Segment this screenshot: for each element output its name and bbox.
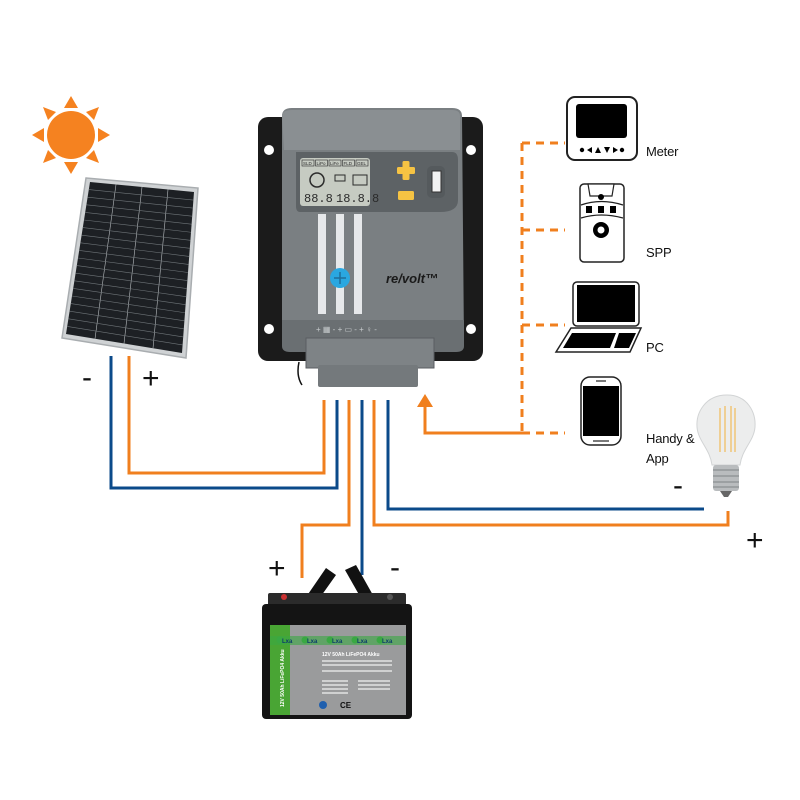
device-label-pc: PC [646,340,664,355]
data-bus [520,141,565,435]
terminal-legend: + ▦ - + ▭ - + ♀ - [316,325,377,334]
solar-positive-sign: + [142,362,160,395]
battery-logo-mark [276,636,284,644]
load-negative-sign: - [673,469,683,502]
lcd-mode-box [315,159,328,167]
battery-logo-text: Lxa [332,639,343,645]
battery-logo-text: Lxa [282,639,293,645]
light-bulb-icon [696,394,756,497]
panel-row-line [79,250,189,265]
sun-icon [32,96,110,174]
lcd-mode-label: GEL [357,161,367,166]
battery-logo-text: Lxa [382,639,393,645]
panel-row-line [67,326,183,346]
panel-row-line [80,242,190,257]
laptop-device [554,281,643,353]
battery-logo-mark [351,636,359,644]
controller-brand-logo: re/volt™ [386,271,438,286]
meter-device [566,96,638,161]
battery-logo-text: Lxa [307,639,318,645]
usb-port[interactable] [427,166,445,198]
panel-row-line [86,204,193,217]
lcd-display [300,158,370,206]
lcd-left-readout: 88.8 [304,192,333,206]
panel-row-line [81,234,190,249]
panel-row-line [74,280,187,297]
smartphone-device [580,376,622,446]
lcd-mode-box [342,159,355,167]
terminal-cover [305,337,435,369]
battery-model-text: 12V 50Ah LiFePO4 Akku [322,652,380,658]
wire-solar-positive [127,356,326,475]
lcd-mode-label: FLD [344,161,353,166]
data-arrow-icon [417,394,433,407]
lcd-mode-label: SLD [303,161,313,166]
battery-positive-sign: + [268,552,286,585]
wire-load-positive [372,400,730,527]
battery-logo-text: Lxa [357,639,368,645]
panel-row-line [88,189,194,201]
device-label-handy: Handy & [646,431,695,446]
load-positive-sign: + [746,524,764,557]
battery-logo-mark [301,636,309,644]
wire-solar-negative [109,356,339,490]
device-label-app: App [646,451,669,466]
wires [109,356,730,578]
battery-side-text: 12V 50Ah LiFePO4 Akku [280,649,286,707]
lcd-mode-box [301,159,315,167]
lcd-mode-box [328,159,342,167]
battery-logo-mark [376,636,384,644]
panel-row-line [71,295,186,314]
wire-data [423,405,522,435]
panel-row-line [77,257,189,273]
panel-row-line [82,227,191,241]
panel-row-line [70,303,185,322]
device-label-meter: Meter [646,144,679,159]
battery-negative-sign: - [390,551,400,584]
device-label-spp: SPP [646,245,672,260]
spp-remote-device [579,183,625,263]
battery: Lxa Lxa Lxa Lxa Lxa 12V 50Ah LiFePO4 Akku 12… [262,565,412,719]
plus-button[interactable] [397,161,415,180]
panel-row-line [68,318,184,338]
panel-row-line [83,219,192,233]
panel-row-line [69,310,184,330]
lcd-mode-label: LiPo [317,161,327,166]
solar-panel [61,177,199,359]
panel-row-line [87,196,193,209]
lcd-mode-box [355,159,369,167]
battery-logo-mark [326,636,334,644]
panel-row-line [75,272,187,289]
solar-negative-sign: - [82,361,92,394]
lcd-mode-label: LiFe [330,161,339,166]
lcd-right-readout: 18.8.8 [336,192,379,206]
panel-row-line [73,288,186,305]
wire-load-negative [386,400,704,511]
svg-text:CE: CE [340,701,352,710]
wire-battery-positive [300,400,351,578]
panel-row-line [85,212,192,225]
minus-button[interactable] [398,191,414,200]
panel-row-line [76,265,188,281]
